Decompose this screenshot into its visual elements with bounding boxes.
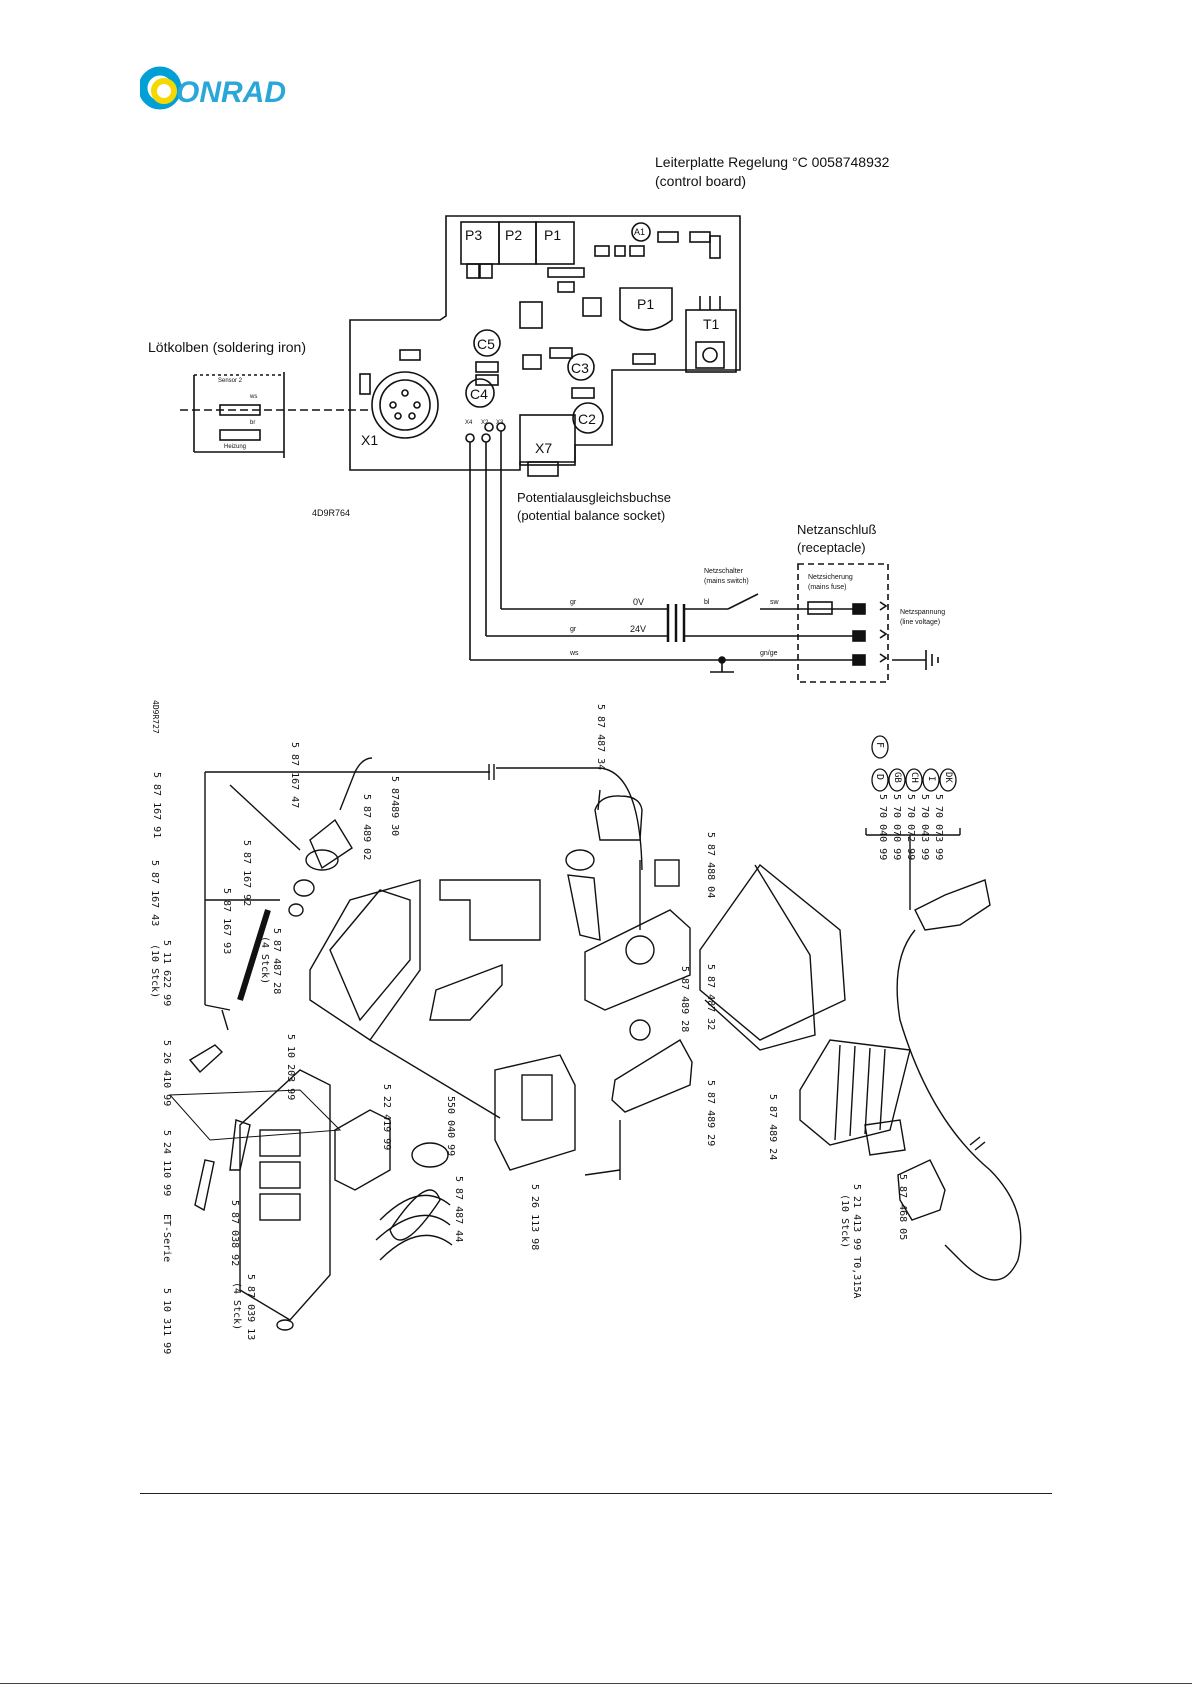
cord-number-dk: 5 70 073 99 [933,794,944,861]
cord-number-d: 5 70 040 99 [877,794,888,861]
iron-label: Lötkolben (soldering iron) [148,339,306,355]
part-label-5-87-489-28: 5 87 489 28 [679,966,690,1033]
label-c5: C5 [477,336,495,352]
exploded-view: 4D9R727 5 87 167 91 5 87 167 47 5 87 489… [0,700,1192,1360]
part-label-5-87-167-47: 5 87 167 47 [289,742,300,809]
cord-number-gb: 5 70 070 99 [891,794,902,861]
wire-color-ws: ws [570,650,579,657]
fuse-en: (mains fuse) [808,584,847,591]
label-p3: P3 [465,227,483,243]
receptacle-de: Netzanschluß [797,522,877,537]
label-a1: A1 [634,227,646,237]
cord-number-ch: 5 70 072 99 [905,794,916,861]
label-p2: P2 [505,227,523,243]
mains-switch-en: (mains switch) [704,578,749,585]
part-label-5-22-419-99: 5 22 419 99 [381,1084,392,1151]
iron-heater-label: Heizung [224,444,247,450]
wire-0v: 0V [633,597,645,607]
board-title-de: Leiterplatte Regelung °C 0058748932 [655,154,890,170]
part-label-5-87-039-13: 5 87 039 13 [245,1274,256,1341]
label-x2: X2 [481,420,489,426]
part-label-5-87-468-05: 5 87 468 05 [897,1174,908,1241]
part-label-5-87-167-92: 5 87 167 92 [241,840,252,907]
part-label-4-stck-a: (4 Stck) [259,936,270,985]
line-voltage-de: Netzspannung [900,609,946,616]
wire-color-sw: sw [770,599,779,606]
control-board-schematic: Leiterplatte Regelung °C 0058748932 (con… [0,0,1192,700]
conrad-logo: ONRAD [140,66,286,110]
line-voltage-en: (line voltage) [900,619,941,626]
part-label-5-10-203-99: 5 10 203 99 [285,1034,296,1101]
cord-country-i: I [926,776,936,782]
fuse-de: Netzsicherung [808,574,853,581]
part-label-5-87489-30: 5 87489 30 [389,776,400,837]
part-label-5-24-110-99: 5 24 110 99 [161,1130,172,1197]
wire-color-gr-2: gr [570,626,577,633]
board-title-en: (control board) [655,173,747,189]
part-label-4-stck-b: (4 Stck) [231,1282,242,1331]
exploded-drawing-number: 4D9R727 [151,700,160,734]
label-c2: C2 [578,411,596,427]
iron-sensor-label: Sensor 2 [218,378,243,384]
part-label-10-stck-b: (10 Stck) [839,1194,850,1249]
cord-country-gb: GB [892,772,902,783]
part-label-5-11-622-99: 5 11 622 99 [161,940,172,1007]
cord-number-i: 5 70 043 99 [919,794,930,861]
label-x7: X7 [535,440,553,456]
iron-wire-br: br [250,420,256,426]
wire-24v: 24V [630,624,647,634]
part-label-5-21-413-99: 5 21 413 99 T0,315A [851,1184,862,1299]
mains-switch-de: Netzschalter [704,568,743,575]
part-label-5-87-038-92: 5 87 038 92 [229,1200,240,1267]
label-x3: X3 [496,420,504,426]
part-label-5-87-489-02: 5 87 489 02 [361,794,372,861]
cord-country-d: D [874,774,885,781]
label-x1: X1 [361,432,379,448]
wire-color-bl: bl [704,599,710,606]
wire-color-gnge: gn/ge [760,650,778,657]
part-label-5-87-489-29: 5 87 489 29 [705,1080,716,1147]
receptacle-en: (receptacle) [797,540,866,555]
part-label-5-10-311-99: 5 10 311 99 [161,1288,172,1355]
part-label-5-87-488-04: 5 87 488 04 [705,832,716,899]
schematic-drawing [180,215,939,683]
part-label-550-040-99: 550 040 99 [445,1096,456,1157]
wire-color-gr-1: gr [570,599,577,606]
part-label-5-87-487-44: 5 87 487 44 [453,1176,464,1243]
part-label-5-87-487-34: 5 87 487 34 [595,704,606,771]
exploded-drawing [168,735,1022,1331]
part-label-10-stck-a: (10 Stck) [149,944,160,999]
part-label-5-26-410-99: 5 26 410 99 [161,1040,172,1107]
potential-socket-de: Potentialausgleichsbuchse [517,490,671,505]
part-label-5-87-487-32: 5 87 487 32 [705,964,716,1031]
cord-country-dk: DK [943,772,953,783]
label-t1: T1 [703,316,720,332]
part-label-5-87-167-93: 5 87 167 93 [221,888,232,955]
iron-wire-ws: ws [250,394,258,400]
part-label-5-26-113-98: 5 26 113 98 [529,1184,540,1251]
schematic-drawing-number: 4D9R764 [312,508,351,518]
footer-divider [140,1493,1052,1494]
cord-country-ch: CH [909,772,919,783]
part-label-5-87-487-28: 5 87 487 28 [271,928,282,995]
label-p1: P1 [544,227,562,243]
logo-text: ONRAD [176,76,286,109]
part-label-5-87-167-91: 5 87 167 91 [151,772,162,839]
part-label-5-87-489-24: 5 87 489 24 [767,1094,778,1161]
label-x4: X4 [465,420,473,426]
potential-socket-en: (potential balance socket) [517,508,666,523]
part-label-et-serie: ET-Serie [161,1214,172,1263]
part-label-5-87-167-43: 5 87 167 43 [149,860,160,927]
page-bottom-edge [0,1683,1192,1684]
cord-country-f: F [874,742,885,749]
label-c3: C3 [571,360,589,376]
label-p1-trimmer: P1 [637,296,655,312]
label-c4: C4 [470,386,488,402]
